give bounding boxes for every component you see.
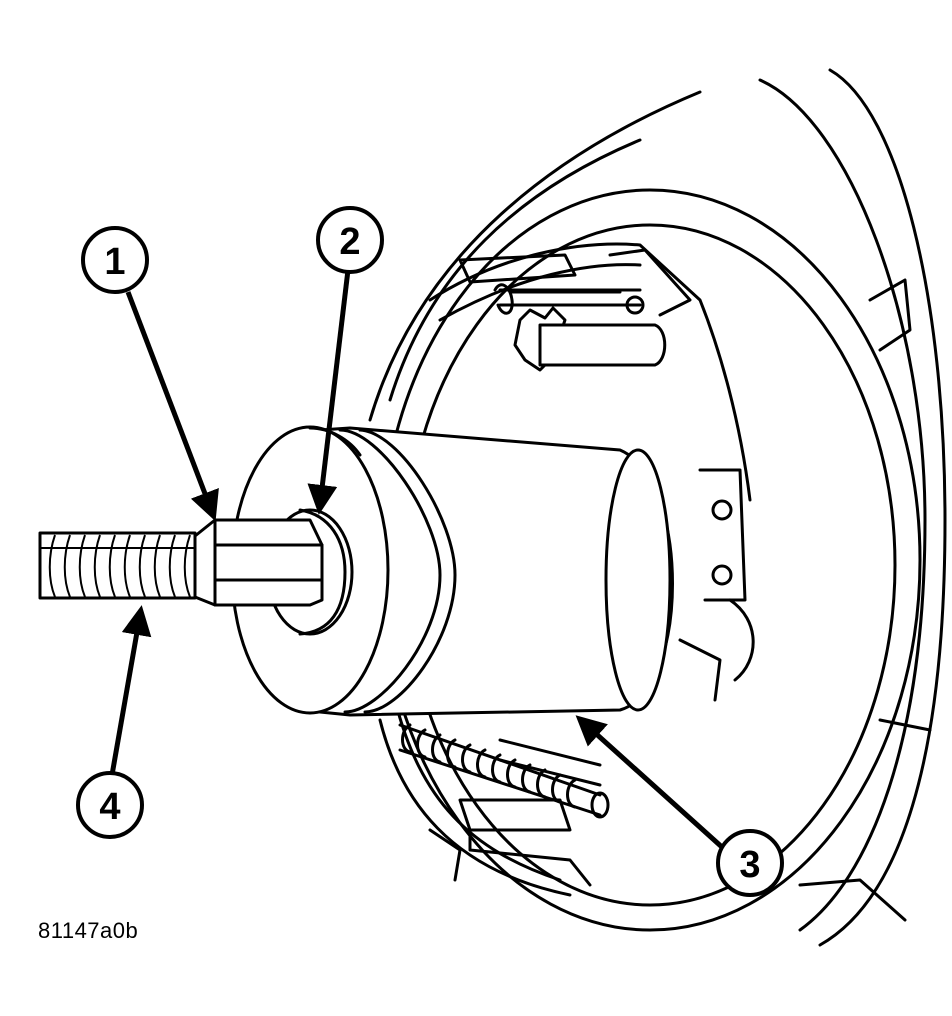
adjuster-spring-bottom (398, 723, 610, 819)
adjuster-spring-top (493, 283, 667, 372)
figure-id: 81147a0b (38, 918, 139, 943)
callout-3-label: 3 (739, 844, 760, 886)
callout-4-label: 4 (99, 786, 120, 828)
callout-2-label: 2 (339, 221, 360, 263)
leader-2 (307, 269, 351, 515)
leader-1 (125, 291, 219, 522)
threaded-rod (38, 531, 197, 600)
callout-2: 2 (316, 206, 384, 274)
callout-3: 3 (716, 829, 784, 897)
leader-4 (109, 605, 152, 776)
callout-4: 4 (76, 771, 144, 839)
callout-1: 1 (81, 226, 149, 294)
leader-3 (575, 715, 725, 850)
callout-1-label: 1 (104, 241, 125, 283)
brake-shoe-assembly (378, 242, 755, 897)
hex-nut (188, 518, 324, 607)
